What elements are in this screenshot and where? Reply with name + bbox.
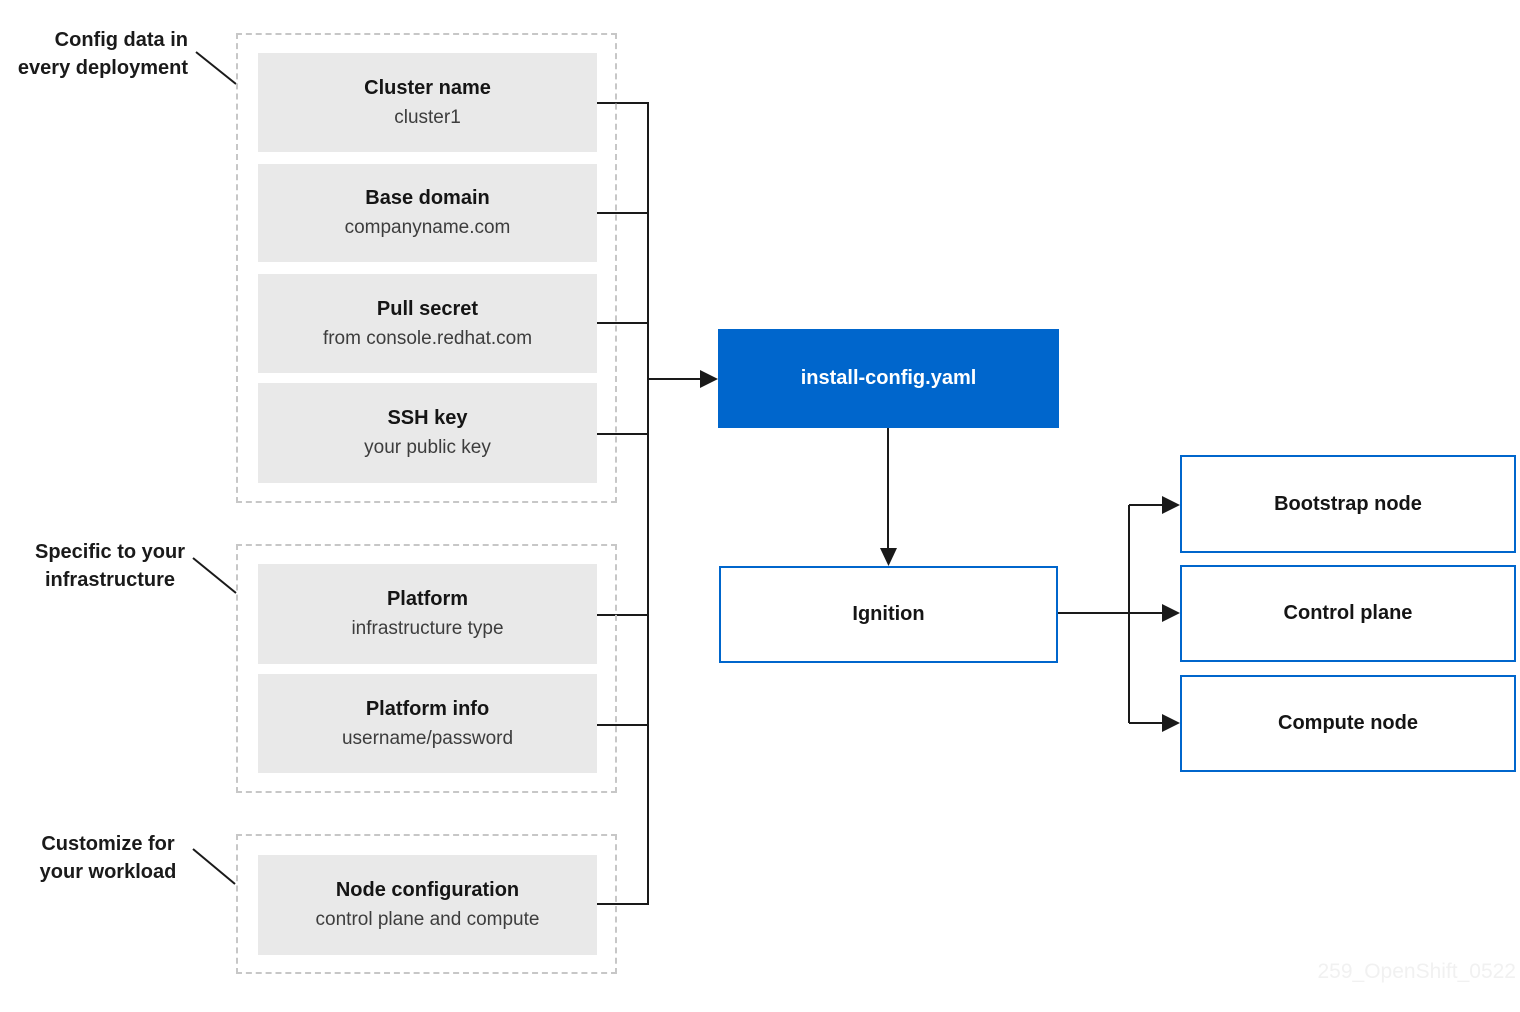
box-title: SSH key [387, 407, 468, 429]
box-subtitle: your public key [364, 437, 491, 458]
box-subtitle: cluster1 [394, 106, 461, 128]
group-label-line: Specific to your [34, 541, 186, 563]
label-pointer-workload [192, 848, 236, 885]
group-label-workload: Customize for your workload [18, 830, 198, 886]
label-pointer-infrastructure [192, 557, 237, 594]
box-node-configuration: Node configuration control plane and com… [258, 855, 597, 955]
box-subtitle: control plane and compute [315, 909, 540, 930]
group-label-infrastructure: Specific to your infrastructure [20, 538, 200, 594]
node-bootstrap: Bootstrap node [1180, 455, 1516, 553]
group-container-config-data [236, 33, 617, 503]
box-subtitle: from console.redhat.com [322, 327, 533, 349]
label-pointer-config-data [195, 51, 237, 85]
node-label: Compute node [1278, 712, 1418, 734]
node-control-plane: Control plane [1180, 565, 1516, 662]
box-title: Platform [386, 588, 469, 610]
group-label-line: Config data in [54, 29, 188, 51]
group-label-line: Customize for [41, 833, 175, 855]
group-label-line: every deployment [17, 57, 188, 79]
box-subtitle: companyname.com [344, 217, 511, 238]
box-ssh-key: SSH key your public key [258, 383, 597, 483]
group-label-line: infrastructure [44, 569, 176, 591]
box-base-domain: Base domain companyname.com [258, 164, 597, 262]
box-subtitle: infrastructure type [351, 618, 504, 639]
arrowhead-install-config-to-ignition [880, 548, 897, 566]
node-label: Ignition [852, 603, 925, 625]
box-cluster-name: Cluster name cluster1 [258, 53, 597, 152]
group-label-config-data: Config data in every deployment [0, 26, 188, 82]
node-compute: Compute node [1180, 675, 1516, 772]
node-label: Control plane [1283, 602, 1413, 624]
watermark-text: 259_OpenShift_0522 [1317, 960, 1516, 983]
box-title: Base domain [365, 187, 490, 209]
box-title: Pull secret [376, 297, 479, 320]
box-subtitle: username/password [341, 727, 514, 749]
node-ignition: Ignition [719, 566, 1058, 663]
node-install-config-yaml: install-config.yaml [718, 329, 1059, 428]
arrowhead-to-install-config [700, 370, 718, 388]
arrowhead-to-compute [1162, 714, 1180, 732]
group-container-infrastructure [236, 544, 617, 793]
box-platform-info: Platform info username/password [258, 674, 597, 773]
node-label: Bootstrap node [1274, 492, 1422, 515]
box-title: Cluster name [364, 76, 491, 99]
box-platform: Platform infrastructure type [258, 564, 597, 664]
arrowhead-to-control-plane [1162, 604, 1180, 622]
box-pull-secret: Pull secret from console.redhat.com [258, 274, 597, 373]
box-title: Platform info [365, 697, 490, 720]
group-container-workload [236, 834, 617, 974]
group-label-line: your workload [39, 861, 177, 883]
box-title: Node configuration [335, 879, 520, 901]
node-label: install-config.yaml [800, 367, 977, 389]
arrowhead-to-bootstrap [1162, 496, 1180, 514]
